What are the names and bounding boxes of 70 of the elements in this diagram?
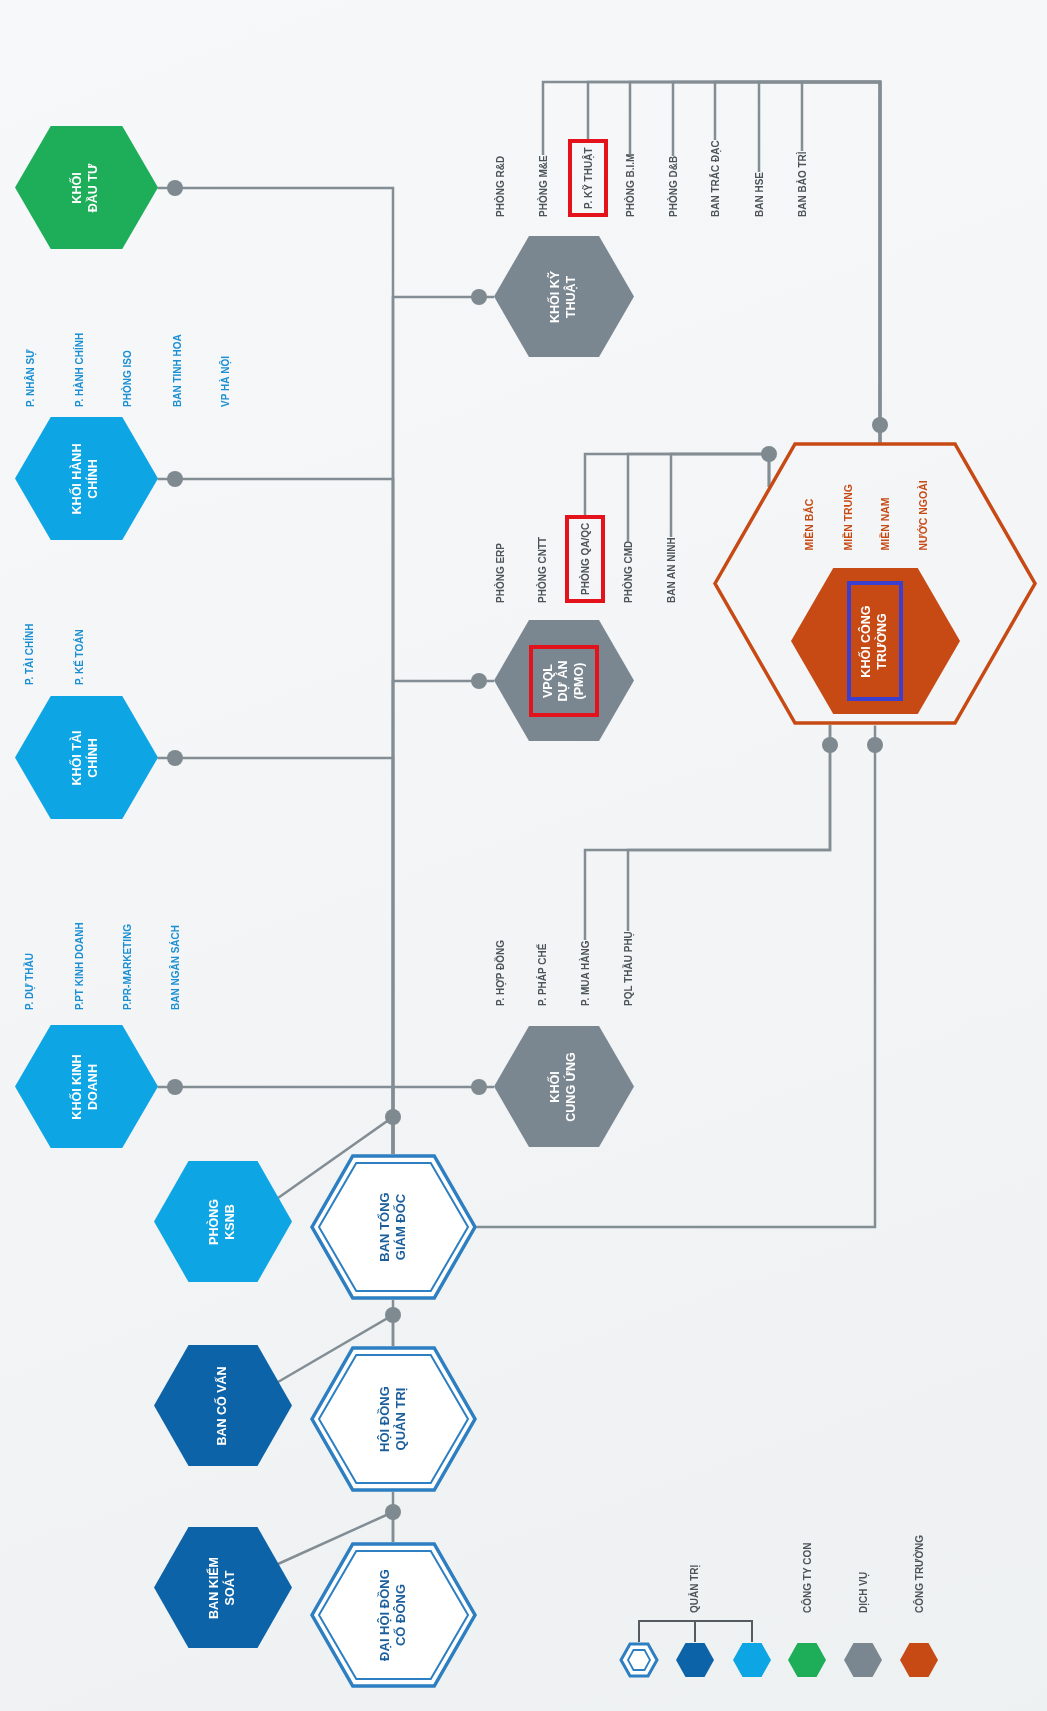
unit-name: KHỐI TÀI CHÍNH [70,729,101,788]
department-label: P.PT KINH DOANH [73,922,85,1010]
unit-name: KHỐI KỸ THUẬT [548,269,579,326]
department-label: P. PHÁP CHẾ [536,943,548,1006]
department-label: P. NHÂN SỰ [24,349,36,407]
highlighted-department-label: P. KỸ THUẬT [568,139,608,217]
department-label: P. MUA HÀNG [576,940,594,1006]
department-label: BAN AN NINH [662,537,680,603]
legend-label: QUẢN TRỊ [688,1564,700,1613]
unit-hexagon [790,568,960,715]
site-block-hexagon [713,442,1037,726]
department-label: PHÒNG CNTT [536,536,548,603]
legend-label: CÔNG TRƯỜNG [913,1535,925,1613]
department-label: PHÒNG ISO [121,350,133,407]
department-label: PHÒNG CMD [619,540,637,603]
department-label: BAN TRẮC ĐẠC [706,140,724,217]
connector-line [391,1492,395,1542]
unit-hexagon [494,236,634,358]
department-label: PHÒNG B.I.M [621,153,639,217]
unit-hexagon [494,620,634,742]
department-label: P. KẾ TOÁN [73,629,85,685]
department-label: BAN TINH HOA [171,334,183,407]
unit-hexagon [309,1542,477,1688]
unit-hexagon [14,126,158,250]
unit-name: HỘI ĐỒNG QUẢN TRỊ [376,1385,409,1454]
department-label: BAN NGÂN SÁCH [169,925,181,1010]
region-label: MIỀN TRUNG [842,484,854,551]
unit-name: BAN KIỂM SOÁT [207,1556,238,1621]
unit-name: BAN TỔNG GIÁM ĐỐC [376,1191,409,1264]
legend-label: DỊCH VỤ [857,1571,869,1613]
unit-hexagon [309,1346,477,1492]
unit-name: KHỐI KINH DOANH [70,1053,101,1122]
unit-hexagon [309,1154,477,1300]
unit-name: KHỐI CUNG ỨNG [548,1051,579,1124]
unit-hexagon [14,1025,158,1149]
department-label: BAN HSE [750,172,768,217]
unit-hexagon [14,696,158,820]
department-label: PHÒNG M&E [534,155,552,217]
unit-name: ĐẠI HỘI ĐỒNG CỔ ĐÔNG [376,1568,409,1663]
unit-name: PHÒNG KSNB [207,1198,238,1247]
unit-hexagon [154,1527,292,1649]
region-label: MIỀN BẮC [803,498,815,551]
region-label: MIỀN NAM [879,497,891,551]
department-label: P.PR-MARKETING [121,924,133,1010]
connector-line [669,452,771,537]
department-label: P. HỢP ĐỒNG [494,940,506,1006]
connector-line [476,725,877,1229]
unit-hexagon [154,1161,292,1283]
connector-line [626,725,832,931]
department-label: P. TÀI CHÍNH [23,623,35,685]
department-label: BAN BẢO TRÌ [793,151,811,217]
highlighted-unit-name: VPQL DỰ ÁN (PMO) [528,645,600,717]
department-label: P. DỰ THẦU [23,953,35,1010]
highlighted-department-label: PHÒNG QA/QC [565,514,605,603]
unit-hexagon [494,1026,634,1148]
unit-hexagon [14,417,158,541]
department-label: VP HÀ NỘI [219,356,231,407]
unit-name: BAN CỐ VẤN [215,1366,231,1446]
department-label: PQL THẦU PHỤ [619,931,637,1006]
legend-label: CÔNG TY CON [801,1542,813,1613]
department-label: PHÒNG R&D [494,155,506,217]
department-label: P. HÀNH CHÍNH [73,332,85,407]
highlighted-unit-name: KHỐI CÔNG TRƯỜNG [847,581,903,702]
region-label: NƯỚC NGOÀI [917,480,929,551]
unit-name: KHỐI ĐẦU TƯ [70,162,101,215]
unit-name: KHỐI HÀNH CHÍNH [70,442,101,517]
department-label: PHÒNG D&B [664,155,682,217]
department-label: PHÒNG ERP [494,543,506,603]
connector-line [391,1300,395,1346]
unit-hexagon [154,1345,292,1467]
